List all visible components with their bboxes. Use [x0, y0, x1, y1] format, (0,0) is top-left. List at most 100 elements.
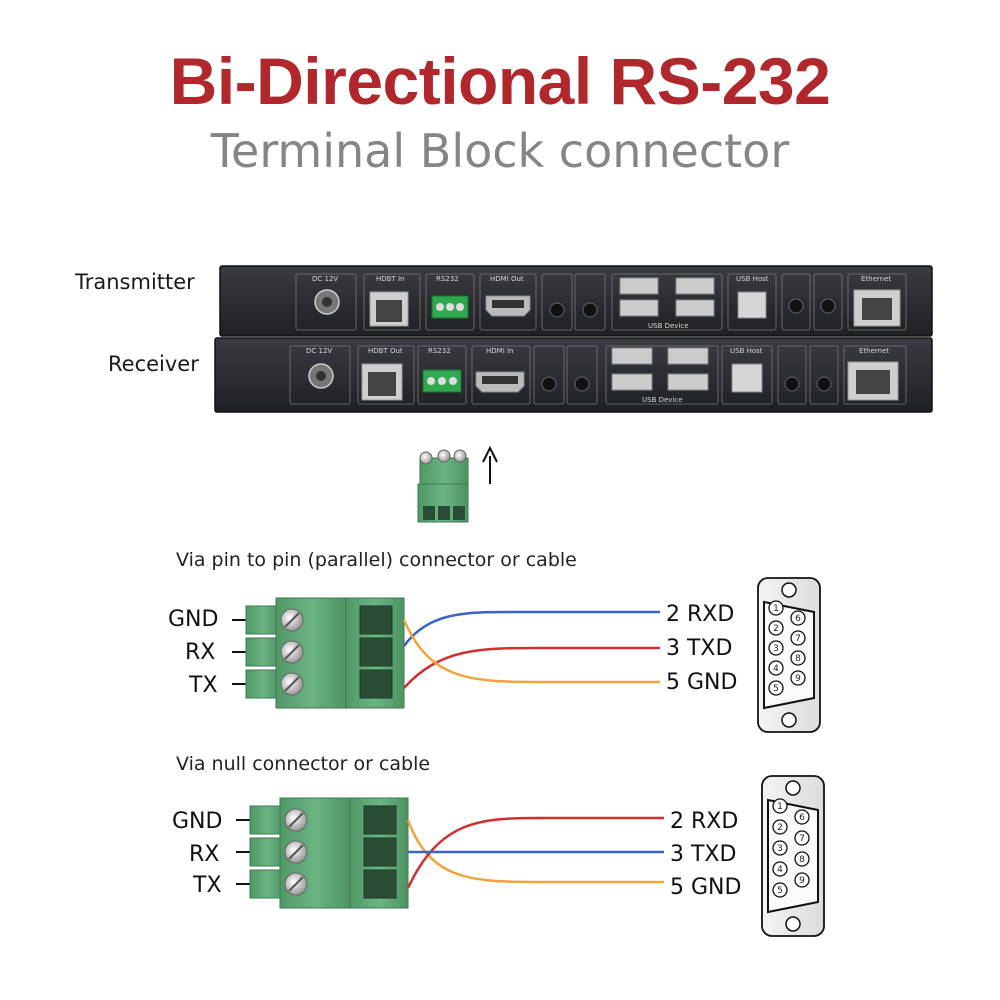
db9-pin-1-4 — [768, 660, 784, 676]
db9-pin-number-1-8: 8 — [795, 654, 801, 664]
rx-usb-host-port — [731, 363, 763, 393]
db9-pin-1-1 — [768, 600, 784, 616]
db9-pin-number-1-5: 5 — [773, 684, 779, 694]
db9-pin-1-5 — [768, 680, 784, 696]
transmitter-panel: DC 12V HDBT In RS232 HDMI Out USB Device… — [219, 265, 933, 337]
diagram-1-pin-gnd: GND — [168, 607, 218, 632]
db9-pin-number-2-6: 6 — [799, 813, 805, 823]
db9-pin-number-2-1: 1 — [777, 802, 783, 812]
diagram-2-pin-rx: RX — [189, 842, 219, 867]
db9-pin-2-5 — [772, 882, 788, 898]
rx-ethernet-label: Ethernet — [859, 347, 889, 355]
rx-usb-device-label: USB Device — [642, 396, 683, 404]
diagram-2-label-txd: 3 TXD — [670, 842, 736, 867]
db9-pin-2-8 — [794, 851, 810, 867]
db9-pin-1-2 — [768, 620, 784, 636]
page-title: Bi-Directional RS-232 — [169, 44, 831, 118]
diagram-2-label-rxd: 2 RXD — [670, 809, 738, 834]
db9-pin-2-9 — [794, 872, 810, 888]
db9-pin-2-3 — [772, 840, 788, 856]
rx-ir-in-jack — [784, 376, 800, 392]
db9-pin-number-1-6: 6 — [795, 614, 801, 624]
tx-dc-label: DC 12V — [312, 275, 338, 283]
db9-pin-number-1-1: 1 — [773, 604, 779, 614]
db9-pin-number-2-8: 8 — [799, 855, 805, 865]
diagram-2-terminal-block: GND RX TX — [172, 797, 409, 909]
tx-audio-in-jack — [549, 302, 565, 318]
rx-rs232-label: RS232 — [428, 347, 451, 355]
diagram-2-wire-red — [406, 816, 664, 889]
rx-dc-label: DC 12V — [306, 347, 332, 355]
terminal-plug-small — [417, 449, 469, 523]
rx-audio-in-jack — [541, 376, 557, 392]
db9-pin-number-1-3: 3 — [773, 644, 779, 654]
tx-usb-device-label: USB Device — [648, 322, 689, 330]
db9-pin-1-9 — [790, 670, 806, 686]
db9-pin-2-4 — [772, 861, 788, 877]
diagram-1-label-gnd: 5 GND — [666, 670, 737, 695]
tx-hdbt-label: HDBT In — [376, 275, 404, 283]
db9-pin-2-1 — [772, 798, 788, 814]
db9-pin-number-2-7: 7 — [799, 834, 805, 844]
db9-pin-number-2-4: 4 — [777, 865, 783, 875]
tx-ir-out-jack — [820, 298, 836, 314]
diagram-1-wire-orange — [402, 619, 660, 684]
rx-usb-port-1 — [611, 347, 653, 365]
tx-rs232-label: RS232 — [436, 275, 459, 283]
diagram-1-pin-rx: RX — [185, 640, 215, 665]
diagram-1-wire-blue — [402, 610, 660, 647]
tx-ethernet-label: Ethernet — [861, 275, 891, 283]
diagram-2-pin-tx: TX — [192, 873, 222, 898]
db9-pin-1-3 — [768, 640, 784, 656]
tx-usb-host-port — [737, 291, 767, 319]
rx-audio-out-jack — [574, 376, 590, 392]
rx-usb-port-2 — [667, 347, 709, 365]
db9-pin-2-2 — [772, 819, 788, 835]
diagram-1-label-txd: 3 TXD — [666, 636, 732, 661]
rx-usb-host-label: USB Host — [730, 347, 763, 355]
tx-hdmi-label: HDMI Out — [490, 275, 524, 283]
receiver-panel: DC 12V HDBT Out RS232 HDMI In USB Device… — [214, 337, 933, 413]
rx-hdbt-label: HDBT Out — [368, 347, 403, 355]
tx-usb-port-4 — [675, 299, 715, 317]
tx-ir-in-jack — [788, 298, 804, 314]
diagram-1-caption: Via pin to pin (parallel) connector or c… — [176, 549, 577, 571]
diagram-2-caption: Via null connector or cable — [176, 753, 430, 775]
db9-pin-number-2-5: 5 — [777, 886, 783, 896]
db9-pin-2-6 — [794, 809, 810, 825]
db9-pin-1-6 — [790, 610, 806, 626]
transmitter-label: Transmitter — [75, 270, 195, 294]
rx-usb-port-4 — [667, 373, 709, 391]
tx-usb-port-1 — [619, 277, 659, 295]
diagram-1-db9-connector — [757, 577, 821, 733]
rx-usb-port-3 — [611, 373, 653, 391]
diagram-1-label-rxd: 2 RXD — [666, 602, 734, 627]
db9-pins-layer: 1 2 3 4 5 6 7 8 9 1 2 3 4 5 6 7 8 9 — [768, 600, 810, 898]
db9-pin-2-7 — [794, 830, 810, 846]
up-arrow-icon — [482, 445, 498, 484]
tx-usb-port-2 — [675, 277, 715, 295]
db9-pin-number-2-9: 9 — [799, 876, 805, 886]
db9-pin-number-2-2: 2 — [777, 823, 783, 833]
page-subtitle: Terminal Block connector — [210, 124, 790, 178]
db9-pin-1-7 — [790, 630, 806, 646]
db9-pin-number-1-2: 2 — [773, 624, 779, 634]
diagram-2-pin-gnd: GND — [172, 809, 222, 834]
db9-pin-number-1-7: 7 — [795, 634, 801, 644]
tx-audio-out-jack — [582, 302, 598, 318]
db9-pin-number-1-9: 9 — [795, 674, 801, 684]
diagram-2-db9-connector — [761, 775, 825, 937]
tx-usb-host-label: USB Host — [736, 275, 769, 283]
receiver-label: Receiver — [108, 352, 199, 376]
db9-pin-1-8 — [790, 650, 806, 666]
rx-ir-out-jack — [816, 376, 832, 392]
tx-usb-port-3 — [619, 299, 659, 317]
diagram-1-terminal-block: GND RX TX — [168, 597, 405, 709]
db9-pin-number-1-4: 4 — [773, 664, 779, 674]
diagram-2-label-gnd: 5 GND — [670, 875, 741, 900]
rx-hdmi-label: HDMI In — [486, 347, 513, 355]
db9-pin-number-2-3: 3 — [777, 844, 783, 854]
diagram-1-pin-tx: TX — [188, 673, 218, 698]
diagram-1-wire-red — [403, 646, 660, 689]
